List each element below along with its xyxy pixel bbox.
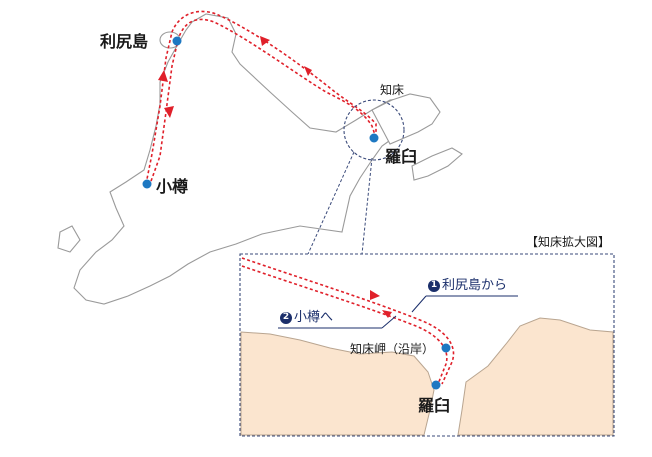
route-arrow bbox=[158, 70, 168, 82]
callout-underline bbox=[411, 295, 427, 313]
shiretoko-misaki-point bbox=[441, 343, 451, 353]
kunashiri-island bbox=[411, 147, 463, 181]
rausu-label: 羅臼 bbox=[385, 147, 418, 166]
callout-underline bbox=[381, 315, 397, 329]
route-arrow bbox=[304, 66, 312, 76]
otaru-point bbox=[142, 179, 152, 189]
route-line bbox=[145, 10, 377, 185]
inset-title: 【知床拡大図】 bbox=[526, 235, 611, 249]
inset-route-line bbox=[241, 257, 455, 385]
route-callout-to-otaru: 2 小樽へ bbox=[280, 311, 333, 324]
route-callout-from-rishiri: 1 利尻島から bbox=[428, 279, 507, 292]
inset-route-arrow bbox=[382, 310, 392, 318]
inset-land-west bbox=[240, 331, 435, 436]
shiretoko-peninsula bbox=[371, 93, 441, 145]
rishiri-point bbox=[172, 36, 182, 46]
route-callout-label: 小樽へ bbox=[294, 310, 334, 325]
otaru-label: 小樽 bbox=[156, 177, 189, 196]
route-callout-label: 利尻島から bbox=[442, 278, 508, 293]
inset-map bbox=[239, 253, 615, 437]
inset-route-arrow bbox=[370, 290, 380, 300]
inset-rausu-label: 羅臼 bbox=[418, 396, 451, 415]
rishiri-label: 利尻島 bbox=[100, 32, 149, 51]
route-line-return bbox=[149, 18, 377, 185]
route-number-badge: 1 bbox=[428, 279, 440, 292]
route-arrow bbox=[164, 106, 174, 118]
shiretoko-label: 知床 bbox=[380, 83, 405, 97]
zoom-connector bbox=[361, 157, 373, 255]
rausu-point bbox=[369, 133, 379, 143]
route-number-badge: 2 bbox=[280, 311, 292, 324]
route-arrow bbox=[260, 36, 270, 46]
hokkaido-landmass bbox=[73, 13, 419, 305]
shiretoko-misaki-label: 知床岬（沿岸） bbox=[350, 342, 435, 356]
inset-rausu-point bbox=[431, 380, 441, 390]
inset-route-line bbox=[241, 265, 448, 385]
honshu-tip bbox=[57, 225, 81, 253]
zoom-connector bbox=[307, 151, 355, 255]
inset-land-east bbox=[457, 317, 614, 436]
shiretoko-focus-circle bbox=[343, 99, 405, 161]
